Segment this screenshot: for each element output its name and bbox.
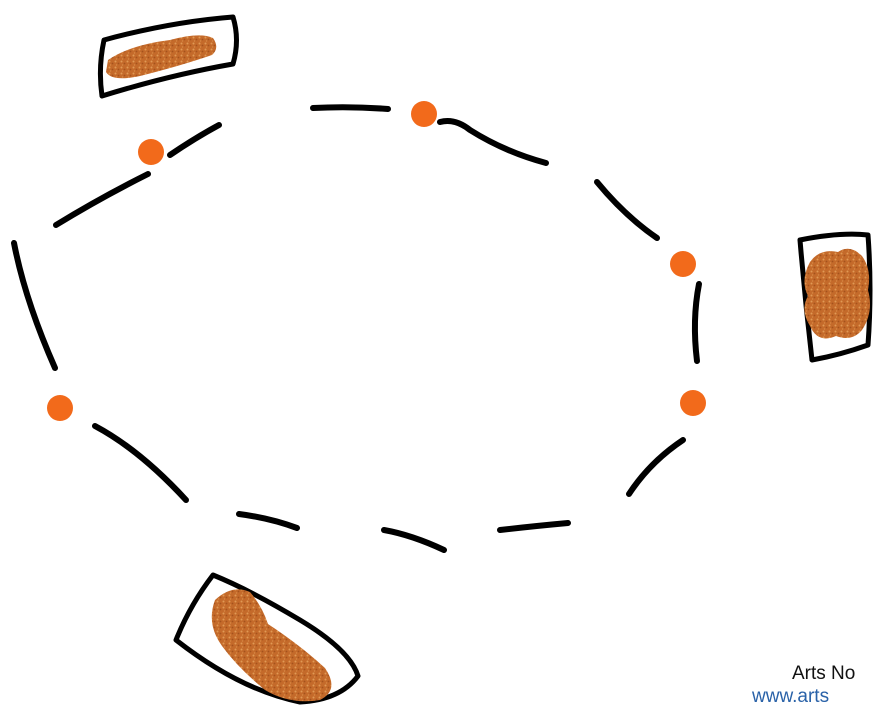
crumb-top-left-icon [100,17,236,96]
ring-dash [384,530,444,550]
crumb-bottom-icon [176,575,358,702]
ring-dash [14,243,55,368]
orange-dot [670,251,696,277]
orange-dot [138,139,164,165]
ring-dash [597,182,657,238]
orange-dot [680,390,706,416]
ring-dash [440,121,546,163]
ring-dash [629,440,683,494]
crumb-right-icon [800,234,870,360]
ring-dash [695,284,699,361]
ring-dash [170,125,219,155]
ring-dash [500,523,568,530]
credit-name: Arts No [792,662,874,685]
dots [47,101,706,421]
credit-link[interactable]: www.arts [752,685,874,707]
orange-dot [411,101,437,127]
ring-dash [239,514,297,528]
credit: Arts No www.arts [752,662,874,707]
ring-dash [56,174,148,225]
ring-dash [95,426,186,500]
dashed-ring [14,107,699,550]
ring-dash [313,107,388,109]
orange-dot [47,395,73,421]
